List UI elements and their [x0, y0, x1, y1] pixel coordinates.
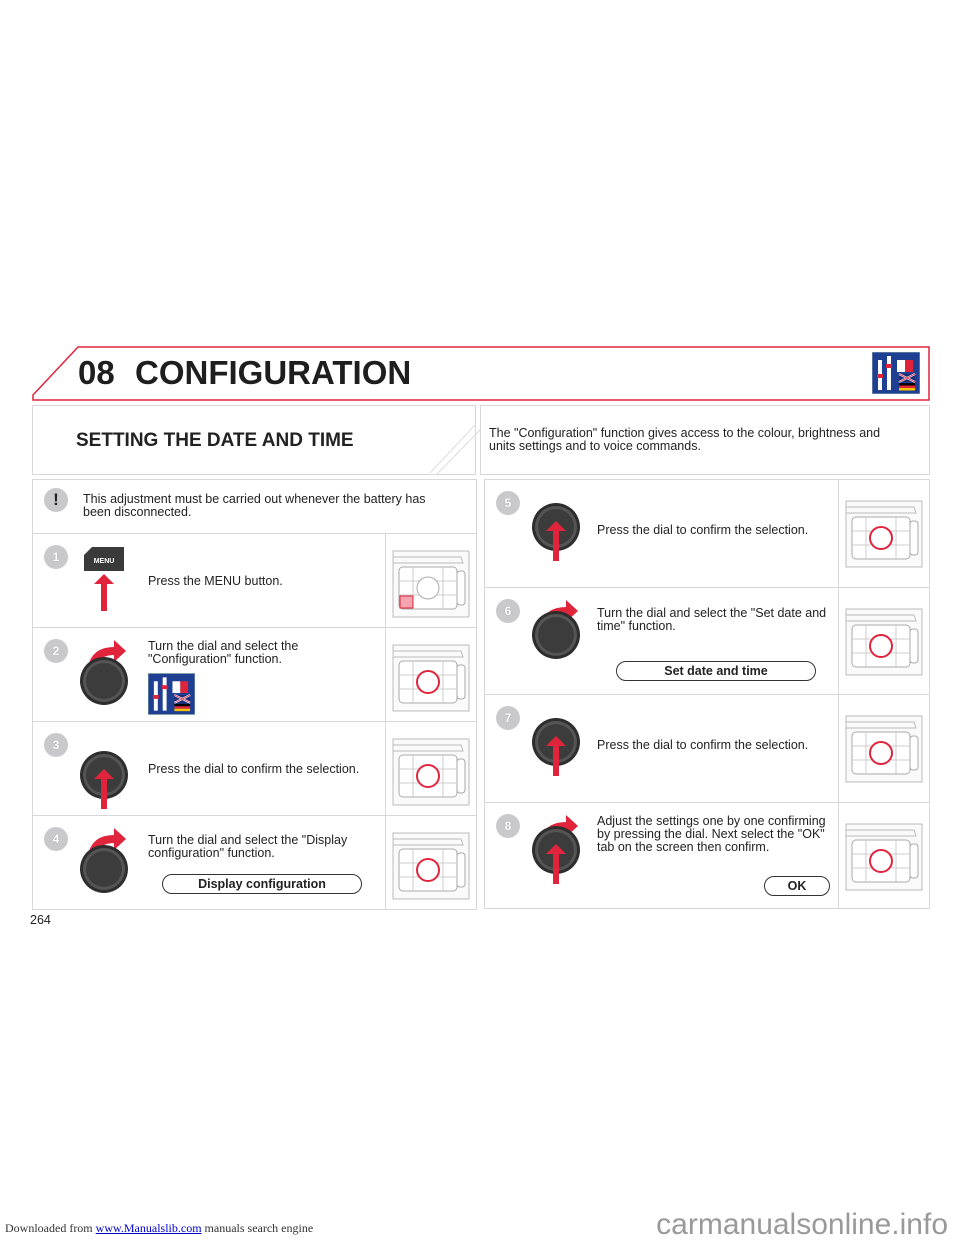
function-tab[interactable]: Display configuration: [162, 874, 362, 894]
step-image-divider: [838, 479, 839, 587]
step-image-divider: [838, 586, 839, 694]
step-number-badge: 1: [44, 545, 68, 569]
chapter-number: 08: [78, 354, 115, 391]
watermark: carmanualsonline.info: [656, 1208, 948, 1241]
step-row: [32, 721, 477, 816]
step-text: Turn the dial and select the "Display co…: [148, 833, 348, 860]
step-image-divider: [385, 721, 386, 815]
step-row: [484, 694, 930, 803]
footer-prefix: Downloaded from: [5, 1221, 93, 1235]
function-tab[interactable]: Set date and time: [616, 660, 816, 681]
configuration-icon: [872, 352, 920, 394]
description-box: [480, 405, 930, 475]
step-number-badge: 5: [496, 491, 520, 515]
dial-press-icon: [532, 489, 582, 571]
menu-button-icon: MENU: [80, 543, 130, 613]
step-number-badge: 6: [496, 598, 520, 623]
step-number-badge: 8: [496, 813, 520, 838]
step-text: Turn the dial and select the "Set date a…: [597, 605, 827, 633]
dial-turn-icon: [80, 825, 130, 917]
svg-text:MENU: MENU: [94, 558, 115, 565]
footer: Downloaded from www.Manualslib.com manua…: [5, 1221, 313, 1236]
section-title: SETTING THE DATE AND TIME: [76, 430, 354, 451]
warning-divider: [32, 533, 477, 534]
radio-console-illustration: [844, 601, 924, 677]
radio-console-illustration: [391, 543, 471, 619]
manualslib-link[interactable]: www.Manualslib.com: [95, 1221, 202, 1235]
section-title-box: [32, 405, 476, 475]
radio-console-illustration: [844, 816, 924, 892]
chapter-header-frame: [32, 346, 930, 401]
radio-console-illustration: [844, 493, 924, 569]
step-text: Press the dial to confirm the selection.: [148, 762, 360, 776]
step-number-badge: 7: [496, 706, 520, 730]
section-description: The "Configuration" function gives acces…: [489, 426, 881, 453]
radio-console-illustration: [391, 637, 471, 713]
step-image-divider: [838, 801, 839, 909]
chapter-title: CONFIGURATION: [135, 354, 412, 391]
step-text: Press the dial to confirm the selection.: [597, 738, 809, 752]
configuration-icon: [148, 673, 195, 715]
step-image-divider: [385, 627, 386, 721]
warning-icon: !: [44, 488, 68, 512]
step-row: [32, 627, 477, 722]
radio-console-illustration: [844, 708, 924, 784]
dial-press-icon: [80, 731, 130, 823]
ok-tab[interactable]: OK: [764, 875, 830, 896]
step-image-divider: [385, 533, 386, 627]
step-row: [32, 815, 477, 910]
warning-text: This adjustment must be carried out when…: [83, 492, 426, 519]
step-image-divider: [838, 694, 839, 802]
radio-console-illustration: [391, 825, 471, 901]
step-row: [484, 586, 930, 696]
page-number: 264: [30, 913, 51, 927]
step-text: Press the MENU button.: [148, 574, 283, 588]
step-number-badge: 2: [44, 639, 68, 663]
step-row: [484, 801, 930, 911]
step-number-badge: 3: [44, 733, 68, 757]
dial-turn-icon: [532, 597, 582, 679]
footer-suffix: manuals search engine: [204, 1221, 314, 1235]
dial-turn-icon: [80, 637, 130, 729]
step-text: Turn the dial and select the "Configurat…: [148, 639, 299, 666]
step-text: Adjust the settings one by one confirmin…: [597, 813, 826, 854]
step-text: Press the dial to confirm the selection.: [597, 523, 809, 537]
dial-turn-press-icon: [532, 812, 582, 894]
section-divider-decoration: [429, 424, 482, 475]
step-image-divider: [385, 815, 386, 909]
radio-console-illustration: [391, 731, 471, 807]
left-steps-panel: [32, 479, 477, 910]
step-number-badge: 4: [44, 827, 68, 851]
dial-press-icon: [532, 704, 582, 786]
